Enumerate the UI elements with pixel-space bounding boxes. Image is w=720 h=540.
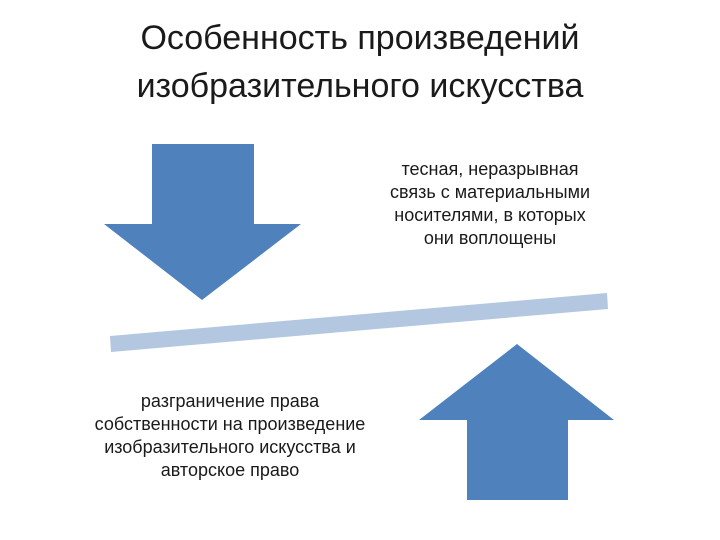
bottom-caption-line-2: собственности на произведение xyxy=(94,414,366,434)
top-caption-line-3: носителями, в которых xyxy=(394,205,586,225)
bottom-caption: разграничение права собственности на про… xyxy=(50,390,410,482)
balance-beam xyxy=(110,293,608,352)
down-arrow-icon xyxy=(104,144,301,300)
top-caption-line-2: связь с материальными xyxy=(389,182,591,202)
bottom-caption-line-1: разграничение права xyxy=(140,391,320,411)
title-line-2: изобразительного искусства xyxy=(136,67,584,105)
title-line-1: Особенность произведений xyxy=(140,19,580,57)
bottom-caption-line-4: авторское право xyxy=(160,460,300,480)
up-arrow-icon xyxy=(419,344,614,500)
page-title: Особенность произведений изобразительног… xyxy=(40,14,680,110)
top-caption-line-1: тесная, неразрывная xyxy=(401,159,579,179)
bottom-caption-line-3: изобразительного искусства и xyxy=(104,437,356,457)
top-caption-line-4: они воплощены xyxy=(423,228,557,248)
top-caption: тесная, неразрывная связь с материальным… xyxy=(340,158,640,250)
